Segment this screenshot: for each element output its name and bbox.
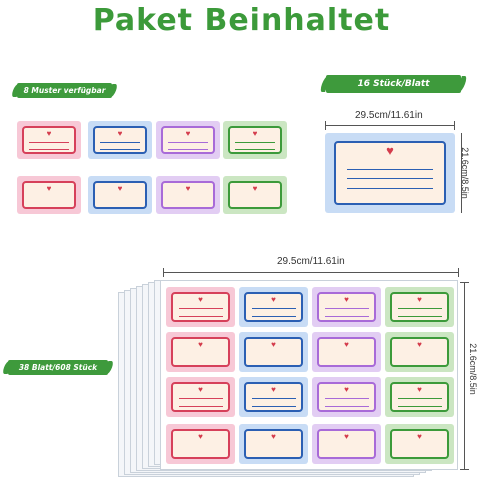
sheet-label: ♥	[312, 287, 381, 327]
heart-icon: ♥	[344, 432, 349, 441]
per-sheet-badge: 16 Stück/Blatt	[326, 75, 461, 93]
sheet-label: ♥	[312, 332, 381, 372]
heart-icon: ♥	[185, 129, 191, 138]
sheet-height-dimension-line	[464, 282, 465, 470]
pattern-sample-blue: ♥	[88, 121, 152, 159]
heart-icon: ♥	[252, 184, 258, 193]
sheet-label: ♥	[312, 377, 381, 417]
sheet-label: ♥	[385, 424, 454, 464]
patterns-badge-label: 8 Muster verfügbar	[23, 86, 106, 95]
heart-icon: ♥	[417, 295, 422, 304]
pattern-sample-pink-plain: ♥	[17, 176, 81, 214]
total-badge: 38 Blatt/608 Stück	[8, 360, 108, 375]
sheet-width-dimension-line	[163, 272, 459, 273]
heart-icon: ♥	[271, 385, 276, 394]
sheet-label: ♥	[385, 332, 454, 372]
sheet-label: ♥	[239, 287, 308, 327]
heart-icon: ♥	[271, 432, 276, 441]
per-sheet-badge-label: 16 Stück/Blatt	[357, 79, 430, 89]
heart-icon: ♥	[386, 143, 394, 158]
sheet-height-dimension-label: 21.6cm/8.5in	[468, 343, 478, 395]
heart-icon: ♥	[252, 129, 258, 138]
sheet-label: ♥	[239, 424, 308, 464]
total-badge-label: 38 Blatt/608 Stück	[18, 363, 98, 372]
width-dimension-line	[325, 125, 455, 126]
pattern-sample-blue-plain: ♥	[88, 176, 152, 214]
heart-icon: ♥	[271, 340, 276, 349]
pattern-sample-purple: ♥	[156, 121, 220, 159]
heart-icon: ♥	[198, 432, 203, 441]
width-dimension-label: 29.5cm/11.61in	[355, 110, 423, 121]
sheet-label: ♥	[166, 424, 235, 464]
heart-icon: ♥	[46, 129, 52, 138]
sheet-label: ♥	[166, 287, 235, 327]
patterns-badge: 8 Muster verfügbar	[17, 83, 112, 98]
sheet-width-dimension-label: 29.5cm/11.61in	[277, 256, 345, 267]
heart-icon: ♥	[417, 385, 422, 394]
page-title: Paket Beinhaltet	[92, 3, 391, 38]
heart-icon: ♥	[185, 184, 191, 193]
sheet-label: ♥	[166, 377, 235, 417]
sheet-label: ♥	[385, 287, 454, 327]
heart-icon: ♥	[344, 340, 349, 349]
heart-icon: ♥	[417, 340, 422, 349]
heart-icon: ♥	[198, 295, 203, 304]
heart-icon: ♥	[344, 295, 349, 304]
heart-icon: ♥	[417, 432, 422, 441]
sheet-label: ♥	[239, 332, 308, 372]
sheet-label: ♥	[239, 377, 308, 417]
heart-icon: ♥	[198, 340, 203, 349]
heart-icon: ♥	[46, 184, 52, 193]
heart-icon: ♥	[198, 385, 203, 394]
sheet-label: ♥	[166, 332, 235, 372]
heart-icon: ♥	[344, 385, 349, 394]
height-dimension-line	[461, 133, 462, 213]
pattern-sample-pink: ♥	[17, 121, 81, 159]
sheet-label: ♥	[312, 424, 381, 464]
heart-icon: ♥	[271, 295, 276, 304]
height-dimension-label: 21.6cm/8.5in	[460, 147, 470, 199]
single-label: ♥	[325, 133, 455, 213]
pattern-sample-purple-plain: ♥	[156, 176, 220, 214]
heart-icon: ♥	[117, 129, 123, 138]
sheet-label: ♥	[385, 377, 454, 417]
pattern-sample-green-plain: ♥	[223, 176, 287, 214]
heart-icon: ♥	[117, 184, 123, 193]
pattern-sample-green: ♥	[223, 121, 287, 159]
